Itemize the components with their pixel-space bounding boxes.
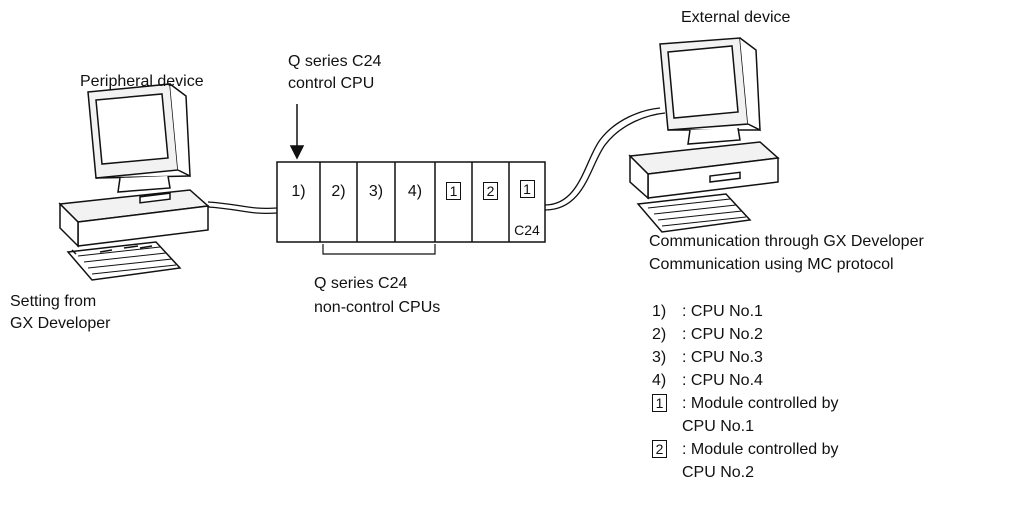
plc-rack: [276, 161, 546, 243]
noncontrol-bracket: [322, 244, 436, 255]
legend-text: : Module controlled by: [682, 395, 839, 412]
rack-slot-c24: 1: [509, 180, 545, 200]
rack-slot-cpu1: 1): [291, 183, 306, 200]
legend-item-module1: 1 : Module controlled by: [652, 394, 839, 414]
legend-text: : Module controlled by: [682, 441, 839, 458]
legend-item-cpu2: 2) : CPU No.2: [652, 325, 763, 345]
module-number-box: 1: [446, 182, 461, 200]
external-computer-icon: [628, 37, 780, 233]
rack-slot-module2: 2: [472, 182, 509, 202]
comm-label-2: Communication using MC protocol: [649, 256, 894, 273]
noncontrol-label-2: non-control CPUs: [314, 299, 441, 316]
control-cpu-label-1: Q series C24: [288, 53, 382, 70]
setting-label-2: GX Developer: [10, 315, 111, 332]
rack-slot-cpu3: 3): [368, 183, 384, 200]
legend-item-module2-line2: CPU No.2: [682, 463, 754, 483]
legend-item-cpu1: 1) : CPU No.1: [652, 302, 763, 322]
setting-label-1: Setting from: [10, 293, 97, 310]
legend-item-cpu4: 4) : CPU No.4: [652, 371, 763, 391]
legend-text: : CPU No.1: [682, 303, 763, 320]
control-cpu-arrow: [289, 104, 305, 160]
legend-text-2: CPU No.2: [682, 464, 755, 481]
rack-slot-cpu4: 4): [407, 183, 423, 200]
peripheral-device-label: Peripheral device: [80, 73, 204, 90]
peripheral-computer-icon: [58, 83, 210, 281]
noncontrol-label-1: Q series C24: [314, 275, 408, 292]
comm-label-1: Communication through GX Developer: [649, 233, 924, 250]
legend-text: : CPU No.4: [682, 372, 763, 389]
cables: [207, 107, 666, 215]
legend-text: : CPU No.2: [682, 326, 763, 343]
rack-slot-module1: 1: [435, 182, 472, 202]
legend-symbol-wrap: 2: [652, 440, 682, 460]
module-number-box: 1: [519, 180, 535, 198]
legend-item-cpu3: 3) : CPU No.3: [652, 348, 763, 368]
module-number-box: 2: [483, 182, 498, 200]
external-device-label: External device: [681, 9, 791, 26]
rack-slot-cpu2: 2): [331, 183, 346, 200]
legend-symbol: 4): [652, 372, 667, 389]
legend-symbol: 2: [652, 440, 667, 458]
control-cpu-label-2: control CPU: [288, 75, 375, 92]
legend-item-module2: 2 : Module controlled by: [652, 440, 839, 460]
legend-text-2: CPU No.1: [682, 418, 755, 435]
legend-symbol: 2): [652, 326, 667, 343]
c24-label: C24: [514, 222, 540, 238]
legend-symbol: 1): [652, 303, 667, 320]
legend-item-module1-line2: CPU No.1: [682, 417, 754, 437]
legend-symbol: 3): [652, 349, 667, 366]
legend-symbol: 1: [652, 394, 667, 412]
legend-text: : CPU No.3: [682, 349, 763, 366]
legend-symbol-wrap: 1: [652, 394, 682, 414]
